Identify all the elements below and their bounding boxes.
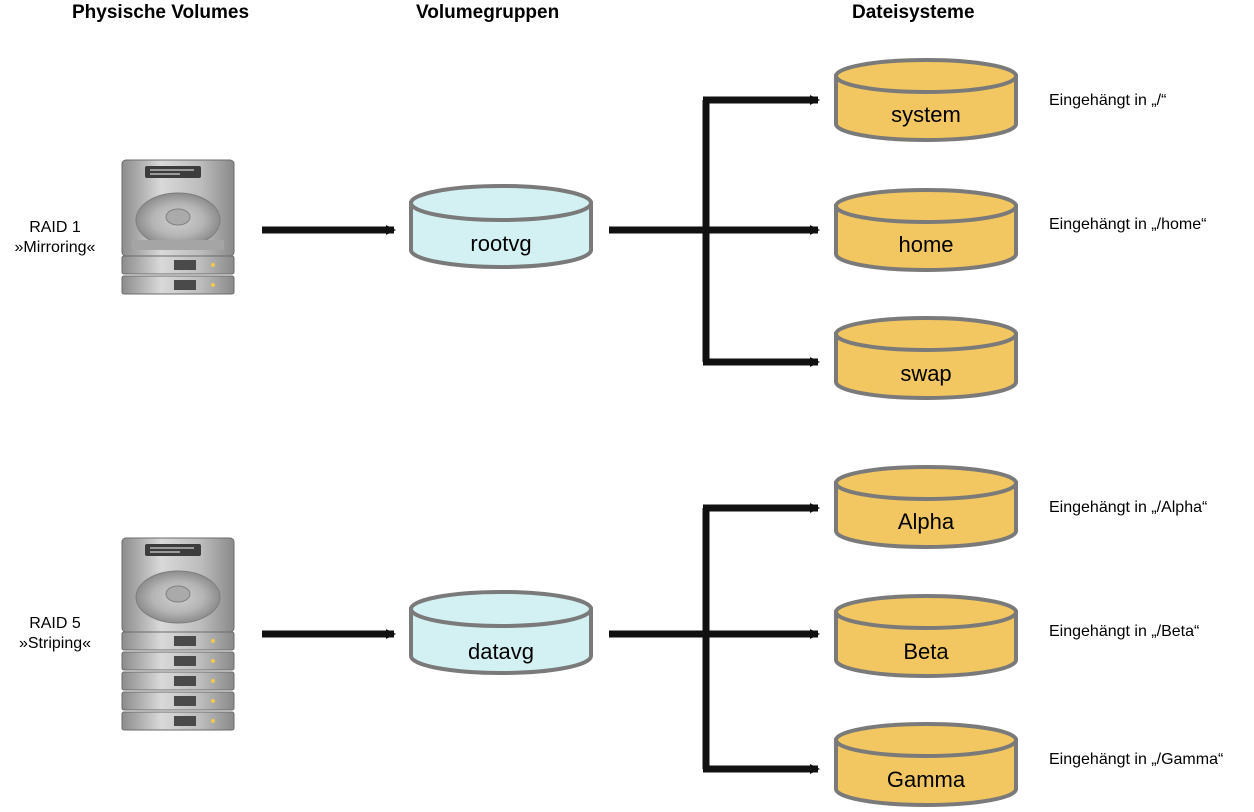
filesystem-home-label: home xyxy=(898,232,953,257)
volume-group-rootvg-label: rootvg xyxy=(470,231,531,256)
raid1-mode: »Mirroring« xyxy=(14,239,96,256)
filesystem-home: home xyxy=(834,188,1018,272)
mount-label-system: Eingehängt in „/“ xyxy=(1049,92,1167,109)
mount-label-gamma: Eingehängt in „/Gamma“ xyxy=(1049,751,1224,768)
raid1-label: RAID 1 »Mirroring« xyxy=(0,218,115,258)
filesystem-system-label: system xyxy=(891,102,961,127)
raid5-label: RAID 5 »Striping« xyxy=(0,614,115,654)
mount-label-beta: Eingehängt in „/Beta“ xyxy=(1049,623,1200,640)
filesystem-gamma-label: Gamma xyxy=(887,767,966,792)
filesystem-beta-label: Beta xyxy=(903,639,949,664)
header-physical-volumes: Physische Volumes xyxy=(72,2,250,23)
filesystem-swap: swap xyxy=(834,316,1018,400)
raid5-level: RAID 5 xyxy=(29,615,81,632)
raid5-mode: »Striping« xyxy=(18,635,92,652)
volume-group-rootvg: rootvg xyxy=(409,184,593,269)
raid1-level: RAID 1 xyxy=(29,219,81,236)
filesystem-system: system xyxy=(834,58,1018,142)
filesystem-alpha: Alpha xyxy=(834,465,1018,549)
mount-label-alpha: Eingehängt in „/Alpha“ xyxy=(1049,499,1208,516)
header-volume-groups: Volumegruppen xyxy=(416,2,560,23)
volume-group-datavg: datavg xyxy=(409,590,593,675)
connector-datavg xyxy=(609,503,820,774)
header-filesystems: Dateisysteme xyxy=(852,2,975,23)
volume-group-datavg-label: datavg xyxy=(468,639,534,664)
server-icon xyxy=(121,537,235,731)
filesystem-gamma: Gamma xyxy=(834,722,1018,807)
filesystem-swap-label: swap xyxy=(900,361,951,386)
server-icon xyxy=(121,159,235,295)
mount-label-home: Eingehängt in „/home“ xyxy=(1049,216,1207,233)
connector-rootvg xyxy=(609,95,820,367)
filesystem-alpha-label: Alpha xyxy=(898,509,955,534)
filesystem-beta: Beta xyxy=(834,594,1018,678)
